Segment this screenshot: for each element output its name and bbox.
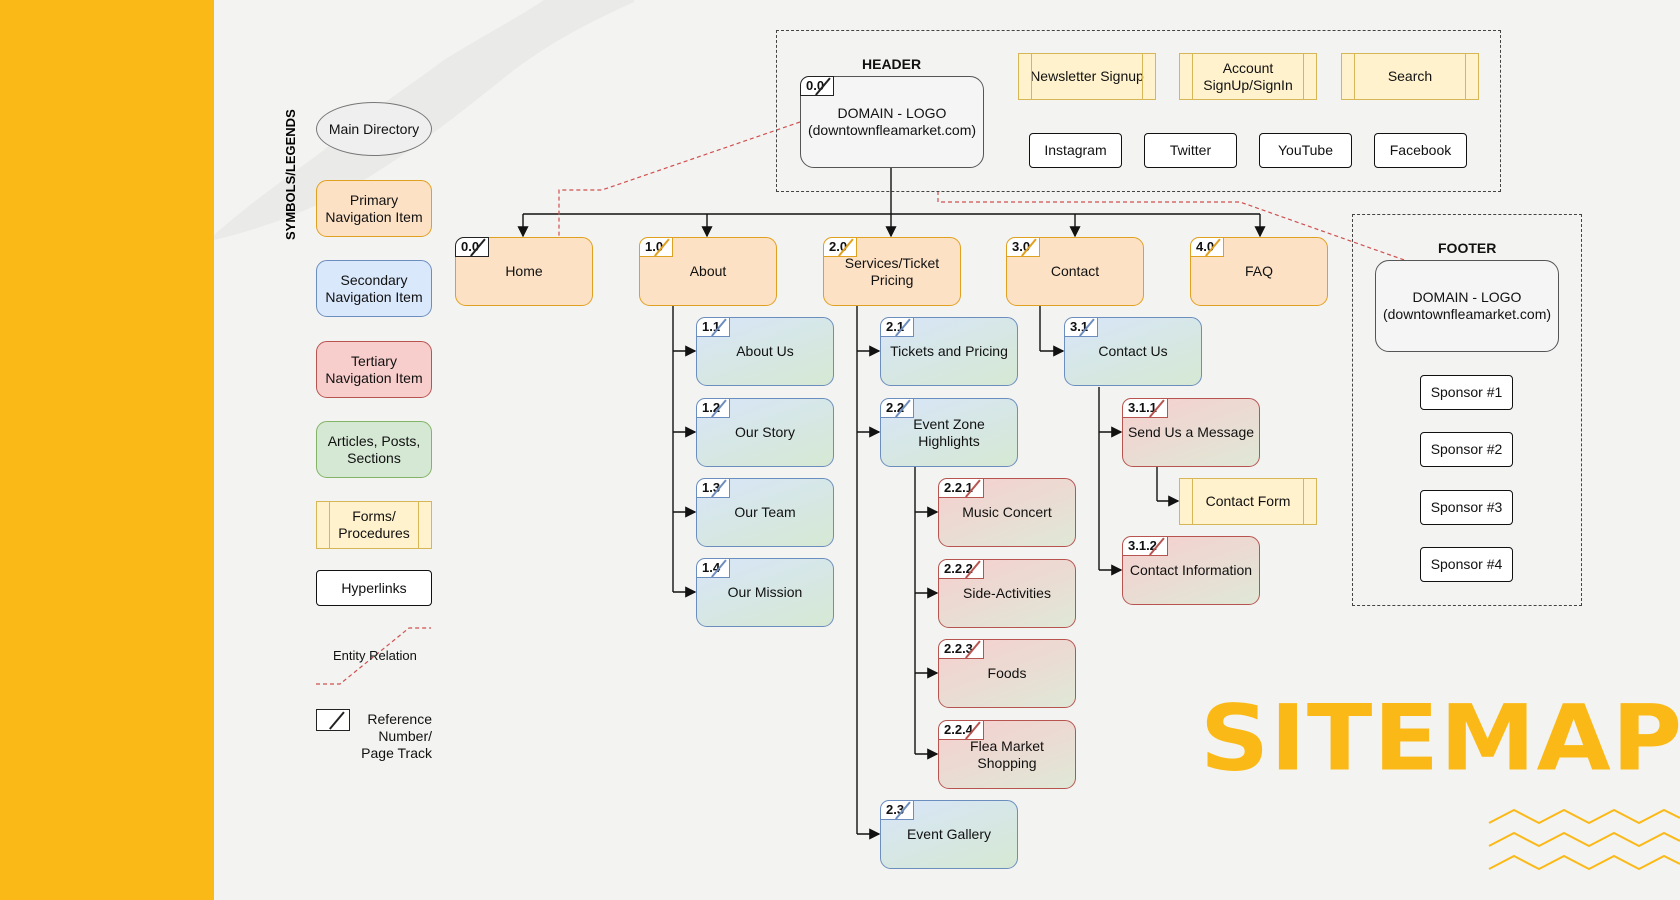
legend-primary: Primary Navigation Item xyxy=(316,180,432,237)
facebook-link[interactable]: Facebook xyxy=(1374,133,1467,168)
page-label: Flea Market Shopping xyxy=(970,737,1044,771)
page-label: Side-Activities xyxy=(963,585,1051,601)
page-foods[interactable]: 2.2.3 Foods xyxy=(938,639,1076,708)
header-box xyxy=(776,30,1501,192)
ref-number: 2.1 xyxy=(880,317,914,337)
page-tickets-pricing[interactable]: 2.1 Tickets and Pricing xyxy=(880,317,1018,386)
page-label: Foods xyxy=(987,665,1027,681)
nav-about[interactable]: 1.0 About xyxy=(639,237,777,306)
ref-number: 1.1 xyxy=(696,317,730,337)
page-label: About Us xyxy=(736,343,794,359)
instagram-link[interactable]: Instagram xyxy=(1029,133,1122,168)
ref-number: 2.2.2 xyxy=(938,559,984,579)
ref-number: 3.1 xyxy=(1064,317,1098,337)
nav-label: Contact xyxy=(1050,263,1100,279)
ref-number: 2.2 xyxy=(880,398,914,418)
ref-number: 3.0 xyxy=(1006,237,1040,257)
nav-label: Home xyxy=(505,263,543,279)
page-label: Event Zone Highlights xyxy=(913,415,985,449)
ref-number: 3.1.1 xyxy=(1122,398,1168,418)
page-side-activities[interactable]: 2.2.2 Side-Activities xyxy=(938,559,1076,628)
page-label: Event Gallery xyxy=(906,826,992,842)
ref-number: 0.0 xyxy=(800,76,834,96)
page-label: Music Concert xyxy=(962,504,1052,520)
page-event-zone-highlights[interactable]: 2.2 Event Zone Highlights xyxy=(880,398,1018,467)
page-event-gallery[interactable]: 2.3 Event Gallery xyxy=(880,800,1018,869)
sponsor-link[interactable]: Sponsor #1 xyxy=(1420,375,1513,410)
legend-main-directory: Main Directory xyxy=(316,102,432,156)
ref-number: 1.2 xyxy=(696,398,730,418)
sponsor-link[interactable]: Sponsor #2 xyxy=(1420,432,1513,467)
ref-number: 1.4 xyxy=(696,558,730,578)
page-label: Our Mission xyxy=(727,584,803,600)
legend-reference-box xyxy=(316,709,350,731)
header-logo[interactable]: 0.0 DOMAIN - LOGO (downtownfleamarket.co… xyxy=(800,76,984,168)
legend-forms: Forms/ Procedures xyxy=(316,501,432,549)
legend-secondary: Secondary Navigation Item xyxy=(316,260,432,317)
page-label: Contact Information xyxy=(1129,562,1253,578)
footer-box xyxy=(1352,214,1582,606)
legend-hyperlinks: Hyperlinks xyxy=(316,570,432,606)
ref-number: 4.0 xyxy=(1190,237,1224,257)
nav-label: Services/Ticket Pricing xyxy=(844,254,940,288)
header-title: HEADER xyxy=(862,56,922,72)
legend-entity-relation: Entity Relation xyxy=(333,648,417,663)
page-label: Contact Us xyxy=(1098,343,1168,359)
nav-home[interactable]: 0.0 Home xyxy=(455,237,593,306)
sponsor-link[interactable]: Sponsor #4 xyxy=(1420,547,1513,582)
page-our-mission[interactable]: 1.4 Our Mission xyxy=(696,558,834,627)
youtube-link[interactable]: YouTube xyxy=(1259,133,1352,168)
legend-title: SYMBOLS/LEGENDS xyxy=(283,109,298,240)
page-label: Tickets and Pricing xyxy=(890,343,1008,359)
page-music-concert[interactable]: 2.2.1 Music Concert xyxy=(938,478,1076,547)
twitter-link[interactable]: Twitter xyxy=(1144,133,1237,168)
ref-number: 2.2.1 xyxy=(938,478,984,498)
ref-number: 2.2.3 xyxy=(938,639,984,659)
page-label: Our Team xyxy=(734,504,796,520)
newsletter-signup-form[interactable]: Newsletter Signup xyxy=(1018,53,1156,100)
sponsor-link[interactable]: Sponsor #3 xyxy=(1420,490,1513,525)
nav-label: About xyxy=(689,263,727,279)
search-form[interactable]: Search xyxy=(1341,53,1479,100)
ref-number: 2.0 xyxy=(823,237,857,257)
page-about-us[interactable]: 1.1 About Us xyxy=(696,317,834,386)
ref-number: 1.0 xyxy=(639,237,673,257)
contact-form[interactable]: Contact Form xyxy=(1179,478,1317,525)
nav-services[interactable]: 2.0 Services/Ticket Pricing xyxy=(823,237,961,306)
ref-number: 2.3 xyxy=(880,800,914,820)
page-label: Send Us a Message xyxy=(1127,424,1255,440)
footer-logo[interactable]: DOMAIN - LOGO (downtownfleamarket.com) xyxy=(1375,260,1559,352)
ref-number: 0.0 xyxy=(455,237,489,257)
header-logo-label: DOMAIN - LOGO (downtownfleamarket.com) xyxy=(807,105,977,138)
page-send-message[interactable]: 3.1.1 Send Us a Message xyxy=(1122,398,1260,467)
page-contact-us[interactable]: 3.1 Contact Us xyxy=(1064,317,1202,386)
nav-contact[interactable]: 3.0 Contact xyxy=(1006,237,1144,306)
ref-number: 2.2.4 xyxy=(938,720,984,740)
page-title: SITEMAP xyxy=(1200,684,1680,792)
page-our-team[interactable]: 1.3 Our Team xyxy=(696,478,834,547)
page-contact-information[interactable]: 3.1.2 Contact Information xyxy=(1122,536,1260,605)
page-flea-market-shopping[interactable]: 2.2.4 Flea Market Shopping xyxy=(938,720,1076,789)
legend-articles: Articles, Posts, Sections xyxy=(316,421,432,478)
account-signin-form[interactable]: Account SignUp/SignIn xyxy=(1179,53,1317,100)
legend-reference: Reference Number/ Page Track xyxy=(361,711,432,761)
footer-logo-label: DOMAIN - LOGO (downtownfleamarket.com) xyxy=(1382,289,1552,322)
ref-number: 3.1.2 xyxy=(1122,536,1168,556)
nav-faq[interactable]: 4.0 FAQ xyxy=(1190,237,1328,306)
yellow-sidebar xyxy=(0,0,214,900)
nav-label: FAQ xyxy=(1244,263,1273,279)
legend-tertiary: Tertiary Navigation Item xyxy=(316,341,432,398)
page-our-story[interactable]: 1.2 Our Story xyxy=(696,398,834,467)
footer-title: FOOTER xyxy=(1438,240,1497,256)
ref-number: 1.3 xyxy=(696,478,730,498)
page-label: Our Story xyxy=(735,424,795,440)
